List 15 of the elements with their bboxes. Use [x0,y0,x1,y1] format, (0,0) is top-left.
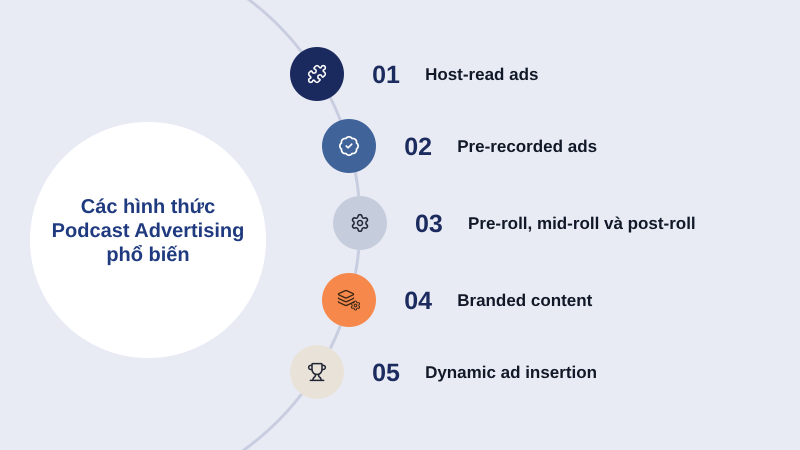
timeline-arc [328,96,342,121]
step-label: Dynamic ad insertion [425,362,597,384]
timeline-arc [354,250,360,274]
step-number: 04 [404,286,432,316]
step-number: 01 [372,60,400,90]
step-label: Pre-roll, mid-roll và post-roll [468,213,696,235]
title-text: Các hình thức Podcast Advertising phổ biến [50,195,246,267]
step-label: Host-read ads [425,64,538,86]
step-number: 02 [404,132,432,162]
timeline-arc [328,325,342,350]
step-number: 03 [415,209,443,239]
step-label: Pre-recorded ads [457,136,598,158]
step-number: 05 [372,358,400,388]
timeline-arc [354,172,360,196]
step-label: Branded content [457,290,592,312]
